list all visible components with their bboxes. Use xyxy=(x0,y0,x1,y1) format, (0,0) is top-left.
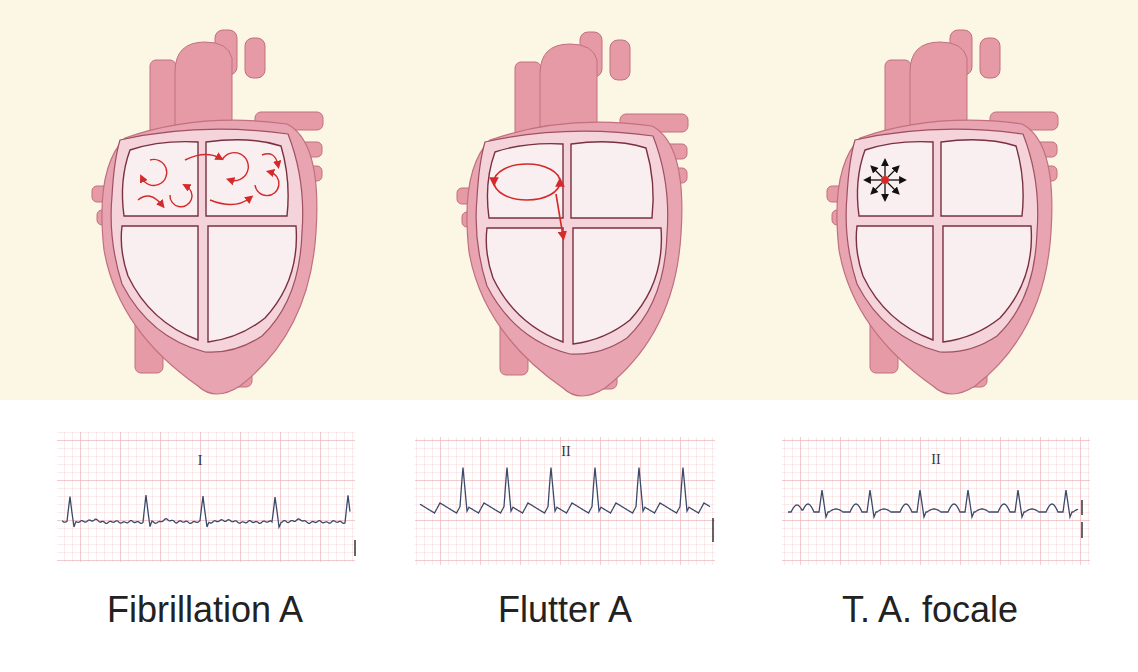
background-band xyxy=(0,0,1138,400)
heart-fibrillation xyxy=(92,30,323,394)
reentry-loops xyxy=(138,153,279,207)
ecg-trace xyxy=(420,468,710,513)
flutter-circuit xyxy=(494,164,563,236)
lead-label: II xyxy=(561,444,570,459)
ecg-traces xyxy=(62,468,1078,527)
lead-label: II xyxy=(931,452,940,467)
heart-focal xyxy=(827,30,1058,394)
ecg-grid xyxy=(57,432,355,562)
caption-label: T. A. focale xyxy=(842,590,1018,630)
ecg-grid xyxy=(782,437,1090,565)
caption-label: Flutter A xyxy=(498,590,632,630)
caption-label: Fibrillation A xyxy=(107,590,303,630)
ecg-trace xyxy=(62,495,350,527)
calibration-marks xyxy=(355,500,1082,556)
ecg-trace xyxy=(788,490,1078,517)
heart-flutter xyxy=(457,32,688,396)
ecg-grid xyxy=(415,437,715,565)
focal-source xyxy=(867,162,903,198)
lead-label: I xyxy=(198,453,203,468)
